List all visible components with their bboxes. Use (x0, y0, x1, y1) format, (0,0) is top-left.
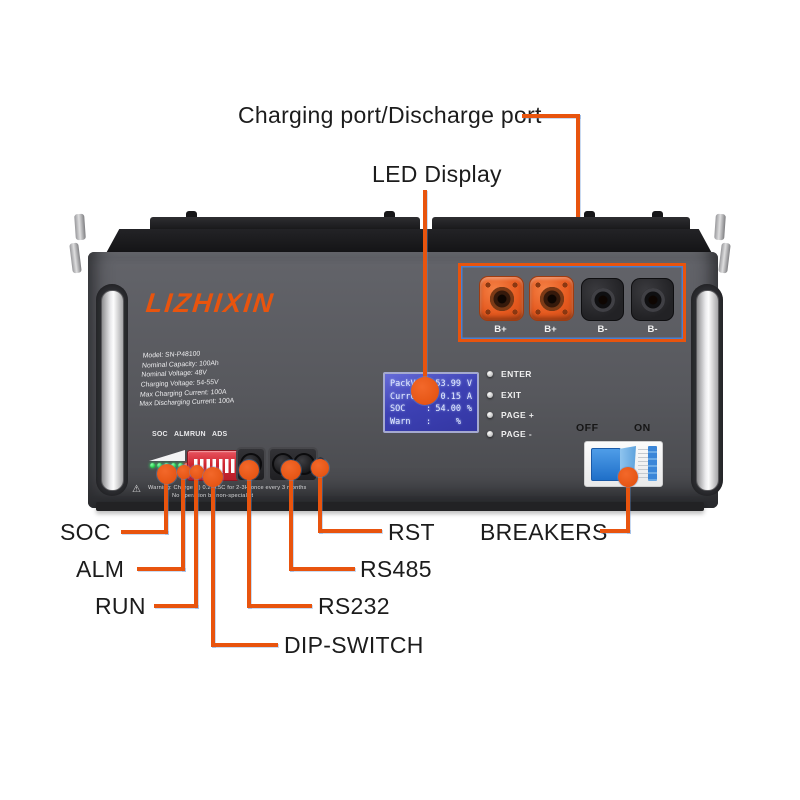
rs232-callout-label: RS232 (318, 593, 390, 619)
lcd-row: SOC: 54.00 % (390, 404, 472, 415)
port-label: B+ (544, 324, 557, 335)
callout-line (164, 468, 168, 534)
alm-panel-label: ALM (174, 431, 190, 438)
mounting-hook (714, 213, 726, 241)
rail-screw (652, 211, 663, 219)
callout-line (247, 468, 251, 608)
callout-line (247, 604, 312, 608)
callout-line (522, 114, 580, 118)
port-ring (640, 287, 665, 312)
soc-meter-icon (149, 450, 185, 461)
callout-dot-dip-switch (203, 467, 223, 487)
port-ring (539, 286, 564, 311)
right-handle-grip (696, 290, 719, 491)
rs485-callout-label: RS485 (360, 556, 432, 582)
soc-callout-label: SOC (60, 519, 111, 545)
callout-dot-soc (157, 464, 177, 484)
dip-switch-callout-label: DIP-SWITCH (284, 632, 424, 658)
callout-line (137, 567, 185, 571)
port-ring (489, 286, 514, 311)
button-dot (487, 392, 493, 398)
button-dot (487, 371, 493, 377)
lcd-row: Warn: % (390, 416, 461, 427)
callout-line (154, 604, 198, 608)
port-label: B- (647, 324, 658, 335)
charge-port-b-plus-1 (479, 276, 524, 321)
top-rail-right (432, 217, 690, 232)
breaker-off-label: OFF (576, 422, 599, 434)
page-plus-button[interactable]: PAGE + (487, 410, 534, 420)
mounting-hook (718, 242, 731, 274)
soc-panel-label: SOC (152, 431, 168, 438)
rst-callout-label: RST (388, 519, 435, 545)
breakers-callout-label: BREAKERS (480, 519, 608, 545)
mounting-hook (69, 242, 82, 274)
port-label: B- (597, 324, 608, 335)
port-label: B+ (494, 324, 507, 335)
charge-port-b-plus-2 (529, 276, 574, 321)
warning-icon: ⚠ (132, 484, 141, 495)
soc-led (150, 463, 155, 468)
callout-line (626, 478, 630, 533)
discharge-port-b-minus-1 (581, 278, 624, 321)
rail-screw (384, 211, 395, 219)
callout-line (600, 529, 630, 533)
callout-line (211, 643, 278, 647)
callout-line (423, 190, 427, 390)
port-ring (590, 287, 615, 312)
callout-dot-alm (177, 465, 191, 479)
run-callout-label: RUN (95, 593, 146, 619)
callout-line (289, 567, 355, 571)
led-display-label: LED Display (372, 161, 502, 187)
warning-text-line1: Warning: Charge ( ) 0.2-0.5C for 2-3H on… (148, 485, 307, 491)
ads-panel-label: ADS (212, 431, 228, 438)
breaker (584, 441, 663, 487)
page-minus-button[interactable]: PAGE - (487, 429, 532, 439)
rail-screw (584, 211, 595, 219)
breaker-on-label: ON (634, 422, 651, 434)
power-ports-frame (458, 263, 686, 342)
rail-screw (186, 211, 197, 219)
discharge-port-b-minus-2 (631, 278, 674, 321)
alm-callout-label: ALM (76, 556, 125, 582)
callout-line (289, 468, 293, 571)
callout-line (181, 471, 185, 571)
callout-dot-led-display (411, 377, 439, 405)
callout-dot-run (190, 465, 204, 479)
callout-dot-rs485 (281, 460, 301, 480)
callout-line (121, 530, 168, 534)
charging-port-label: Charging port/Discharge port (238, 102, 542, 128)
callout-dot-rst (311, 459, 329, 477)
breaker-fine-print (638, 449, 651, 478)
callout-dot-breakers (618, 467, 638, 487)
top-rail-left (150, 217, 420, 232)
callout-dot-rs232 (239, 460, 259, 480)
callout-line (576, 114, 580, 266)
run-panel-label: RUN (190, 431, 206, 438)
breaker-lever[interactable] (591, 448, 621, 481)
button-dot (487, 431, 493, 437)
callout-line (318, 529, 382, 533)
callout-line (211, 475, 215, 647)
enter-button[interactable]: ENTER (487, 369, 532, 379)
mounting-hook (74, 213, 86, 241)
case-bottom-edge (96, 502, 704, 511)
breaker-sticker (648, 446, 657, 481)
spec-plate: Model: SN-P48100 Nominal Capacity: 100Ah… (139, 348, 238, 409)
brand-logo: LIZHIXIN (144, 288, 277, 318)
callout-line (318, 466, 322, 533)
exit-button[interactable]: EXIT (487, 390, 522, 400)
callout-line (194, 471, 198, 608)
left-handle-grip (101, 290, 124, 491)
button-dot (487, 412, 493, 418)
